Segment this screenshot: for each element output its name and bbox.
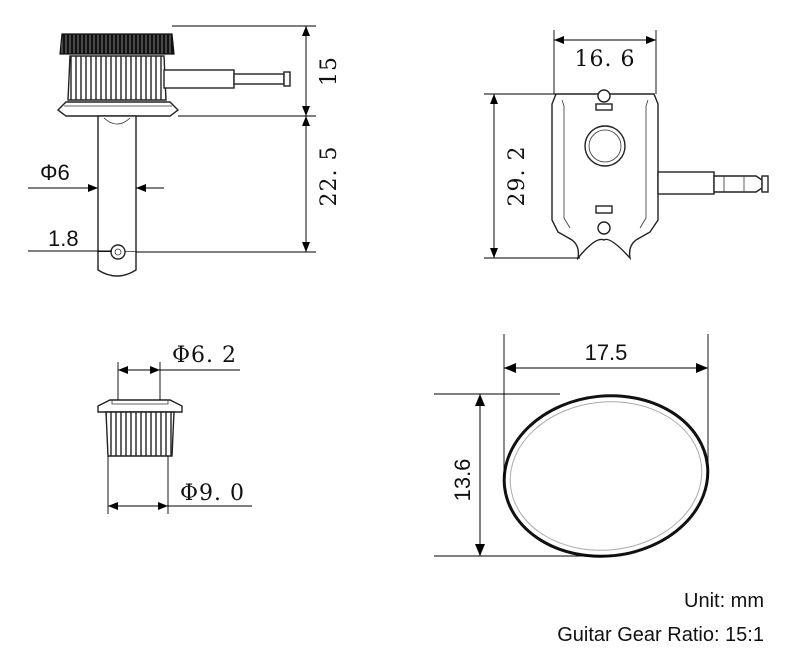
front-view-worm-shaft	[657, 171, 715, 195]
bushing-body	[105, 411, 175, 457]
dim-side-shaft-diameter: Φ6	[40, 160, 70, 185]
side-view-post	[97, 115, 137, 253]
side-view-flange	[56, 101, 180, 117]
side-view-string-hole	[110, 244, 126, 260]
side-view-gear-body	[67, 55, 167, 101]
dim-button-width: 17.5	[585, 340, 628, 365]
dim-side-height-shaft: 22. 5	[317, 146, 342, 207]
dim-bushing-top-diameter: Φ6. 2	[172, 343, 237, 368]
side-view-cap	[59, 33, 175, 55]
dim-front-width: 16. 6	[575, 47, 636, 72]
unit-note: Unit: mm	[684, 590, 764, 612]
dim-front-height: 29. 2	[505, 146, 530, 207]
front-view: 16. 6 29. 2	[484, 30, 769, 261]
front-view-post-hole	[584, 125, 626, 167]
button-ellipse	[502, 394, 710, 558]
dim-side-height-top: 15	[317, 56, 342, 86]
dim-side-hole-offset: 1.8	[48, 226, 79, 251]
dim-bushing-bottom-diameter: Φ9. 0	[180, 481, 245, 506]
side-view: 15 22. 5 Φ6 1.8	[28, 25, 342, 277]
front-view-plate	[551, 93, 659, 261]
button-view: 17.5 13.6	[434, 334, 710, 558]
side-view-worm-shaft	[163, 69, 235, 89]
side-view-post-tip	[97, 252, 137, 277]
side-view-worm-tip	[233, 73, 285, 85]
bushing-flange	[97, 399, 183, 413]
bushing-view: Φ6. 2 Φ9. 0	[97, 343, 252, 514]
gear-ratio-note: Guitar Gear Ratio: 15:1	[557, 624, 764, 646]
dim-button-height: 13.6	[450, 459, 475, 502]
